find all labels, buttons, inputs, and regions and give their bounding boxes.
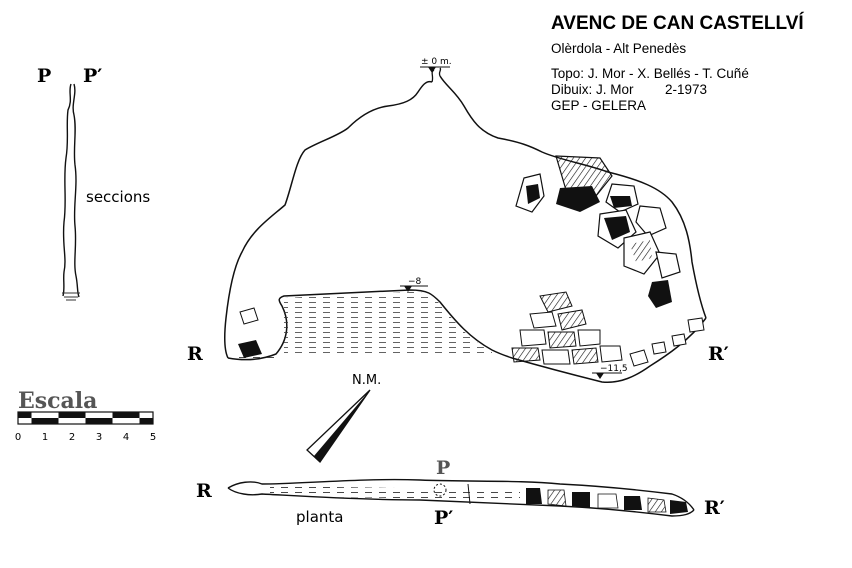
- scale-bar: Escala 0 1 2 3 4 5: [15, 388, 156, 443]
- collapse-blocks-upper: [515, 155, 681, 308]
- section-floor-marks: [62, 292, 80, 301]
- scale-tick-label: 2: [69, 432, 75, 443]
- north-label: N.M.: [352, 373, 381, 388]
- scale-tick-labels: 0 1 2 3 4 5: [15, 432, 156, 443]
- header-block: AVENC DE CAN CASTELLVÍ Olèrdola - Alt Pe…: [551, 12, 804, 113]
- scale-label: Escala: [18, 388, 97, 414]
- section-wall-right: [72, 83, 80, 298]
- cave-wall-left: [223, 80, 433, 359]
- bottom-depth-label: −11,5: [600, 364, 628, 374]
- section-label-p: P: [37, 65, 51, 87]
- scale-cell: [72, 412, 86, 418]
- cave-title: AVENC DE CAN CASTELLVÍ: [551, 12, 804, 34]
- scale-cell: [139, 418, 153, 424]
- elevation-label-r-prime: R′: [708, 343, 729, 365]
- seccions-label: seccions: [86, 188, 150, 206]
- plan-wall-bottom: [227, 487, 695, 517]
- cave-floor-bottom: [511, 317, 707, 384]
- scale-cell: [112, 412, 126, 418]
- group-credit: GEP - GELERA: [551, 98, 646, 113]
- north-arrow-outline: [306, 389, 371, 463]
- plan-entrance-shaft: [433, 483, 447, 497]
- entrance-depth-label: ± 0 m.: [421, 57, 452, 67]
- plan-label-p-prime: P′: [434, 507, 453, 529]
- bottom-depth-marker: [596, 373, 604, 379]
- location-label: Olèrdola - Alt Penedès: [551, 41, 686, 56]
- plan-view: R R′ P P′ planta: [196, 457, 725, 529]
- pocket-sediment: [232, 356, 278, 362]
- plan-label-r-prime: R′: [704, 497, 725, 519]
- elevation-label-r: R: [187, 343, 203, 365]
- section-wall-left: [62, 83, 72, 297]
- cave-floor-ledge: [227, 289, 513, 361]
- scale-tick-label: 4: [123, 432, 129, 443]
- elevation-profile: ± 0 m. −8 −11,5: [187, 57, 729, 384]
- planta-label: planta: [296, 508, 343, 526]
- scale-cell: [126, 412, 140, 418]
- dibuix-credit: Dibuix: J. Mor: [551, 82, 634, 97]
- plan-blocks: [526, 488, 688, 514]
- plan-wall-top: [227, 478, 695, 511]
- ledge-depth-label: −8: [408, 277, 422, 287]
- rubble-pile: [238, 291, 705, 367]
- scale-tick-label: 3: [96, 432, 102, 443]
- scale-tick-label: 1: [42, 432, 48, 443]
- drawing-date: 2-1973: [665, 82, 707, 97]
- north-arrow-fill: [314, 390, 370, 462]
- north-arrow: N.M.: [306, 373, 381, 463]
- entrance-shaft: [431, 67, 442, 83]
- plan-floor: [270, 486, 520, 500]
- scale-cell: [45, 418, 59, 424]
- scale-cell: [85, 418, 99, 424]
- topo-credits: Topo: J. Mor - X. Bellés - T. Cuñé: [551, 66, 749, 81]
- entrance-datum-marker: [428, 67, 436, 73]
- plan-label-r: R: [196, 480, 212, 502]
- scale-cell: [58, 412, 72, 418]
- ledge-sediment: [284, 292, 492, 356]
- plan-section-line: [467, 483, 471, 505]
- ledge-depth-marker: [404, 286, 412, 292]
- cross-section: P P′ seccions: [37, 65, 150, 301]
- scale-cell: [99, 418, 113, 424]
- scale-cells: [18, 412, 153, 424]
- section-label-p-prime: P′: [83, 65, 102, 87]
- scale-tick-label: 5: [150, 432, 156, 443]
- plan-label-p: P: [436, 457, 450, 479]
- scale-tick-label: 0: [15, 432, 21, 443]
- scale-cell: [18, 412, 32, 418]
- scale-cell: [31, 418, 45, 424]
